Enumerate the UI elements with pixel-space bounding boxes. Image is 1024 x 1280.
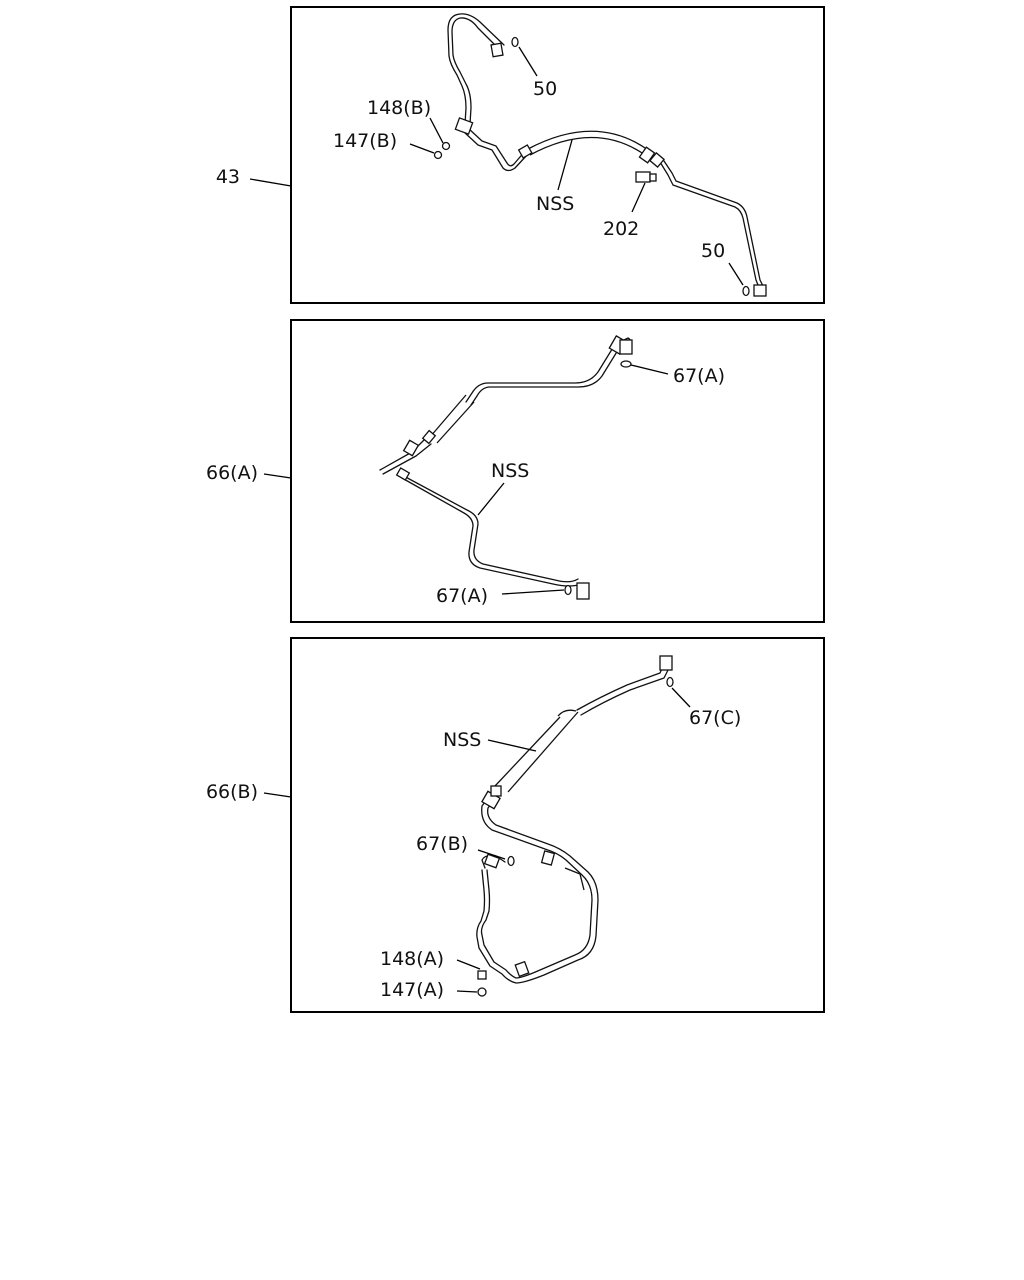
callout-leader [631,182,646,213]
ref-label: 43 [216,166,240,188]
callout-label: NSS [536,193,574,215]
callout-label: NSS [491,460,529,482]
panel-43: 43 50 148(B) [216,6,825,304]
callout-leader [477,482,505,516]
callout-label: NSS [443,729,481,751]
callout-label: 147(A) [380,979,444,1001]
callout-label: 50 [533,78,557,100]
callout-label: 202 [603,218,639,240]
callout-label: 148(B) [367,97,431,119]
callout-leader [429,117,444,144]
callout-label: 67(A) [436,585,488,607]
callout-leader [630,364,669,375]
callout-label: 67(B) [416,833,468,855]
ref-label: 66(B) [206,781,258,803]
callout-leader [477,849,506,860]
ref-label: 66(A) [206,462,258,484]
ref-leader [249,178,292,187]
callout-leader [263,473,292,479]
pipe-assembly [476,655,674,997]
callout-leader [671,687,691,708]
callout-label: 67(C) [689,707,741,729]
panel-frame [290,6,825,304]
callout-leader [487,739,537,752]
callout-label: 147(B) [333,130,397,152]
callout-leader [456,990,478,993]
pipe-assembly [379,335,633,600]
panel-frame [290,319,825,623]
callout-leader [728,262,744,286]
callout-leader [518,46,538,77]
panel-66b: 66(B) NSS 67(C) 67(B) [206,637,825,1013]
callout-leader [501,589,565,595]
callout-leader [456,959,481,970]
callout-label: 50 [701,240,725,262]
callout-leader [409,143,435,154]
callout-label: 148(A) [380,948,444,970]
pipe-assembly [433,13,767,297]
panel-frame [290,637,825,1013]
callout-label: 67(A) [673,365,725,387]
panel-66a: 66(A) 67(A) NSS 67(A) [206,319,825,623]
callout-leader [557,139,573,191]
callout-leader [263,792,292,798]
